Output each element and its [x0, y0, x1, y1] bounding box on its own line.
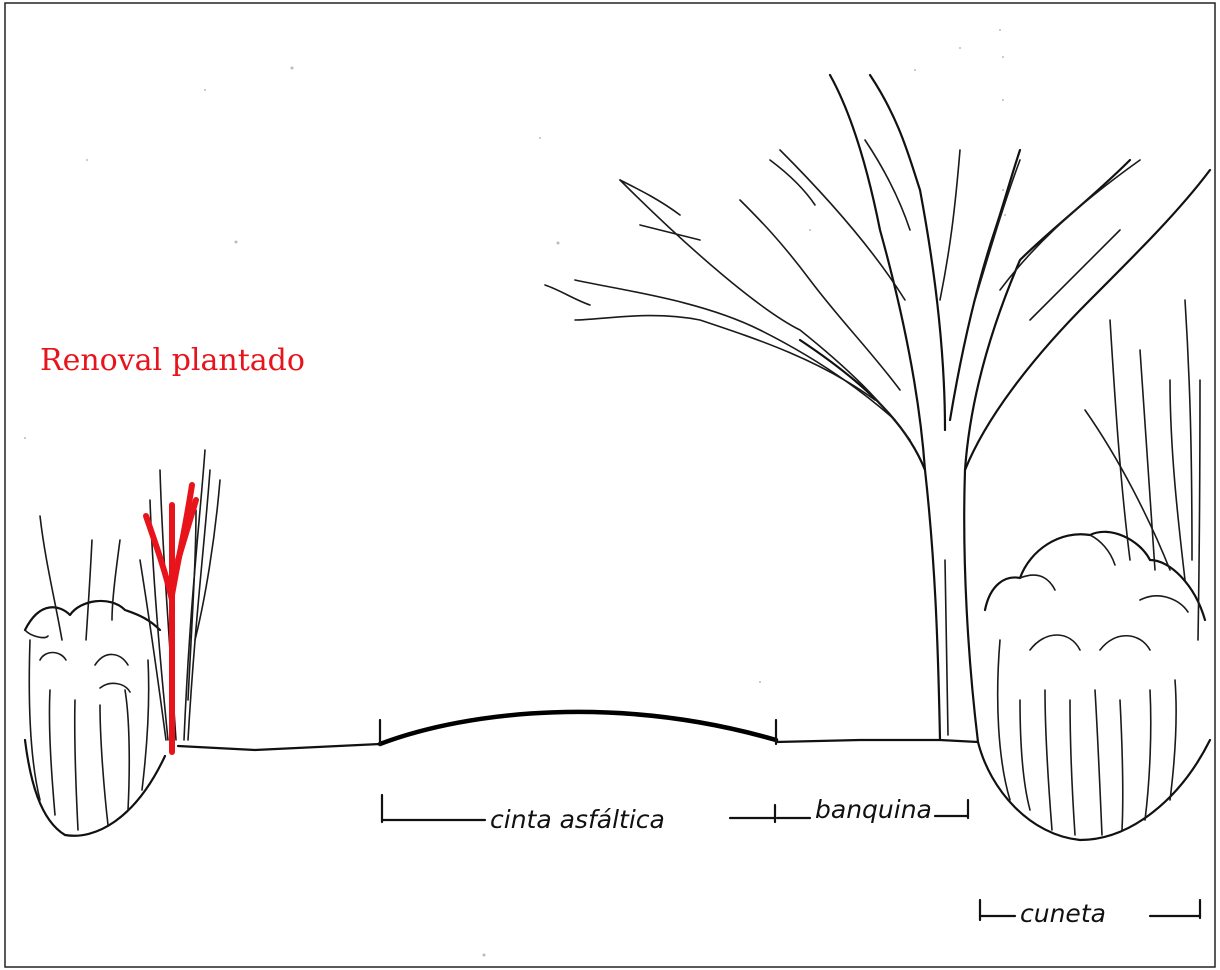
banquina-label: banquina	[815, 795, 932, 824]
ground-right	[776, 740, 978, 742]
ground-left	[178, 744, 380, 750]
right-shrub	[978, 300, 1210, 840]
cinta-label: cinta asfáltica	[490, 805, 665, 834]
asphalt-strip	[380, 712, 776, 744]
renoval-label: Renoval plantado	[40, 343, 305, 378]
large-tree	[545, 75, 1210, 742]
left-tall-grass	[140, 450, 220, 740]
cuneta-label: cuneta	[1020, 899, 1106, 928]
left-shrub	[25, 516, 165, 836]
planted-sapling	[146, 485, 196, 752]
